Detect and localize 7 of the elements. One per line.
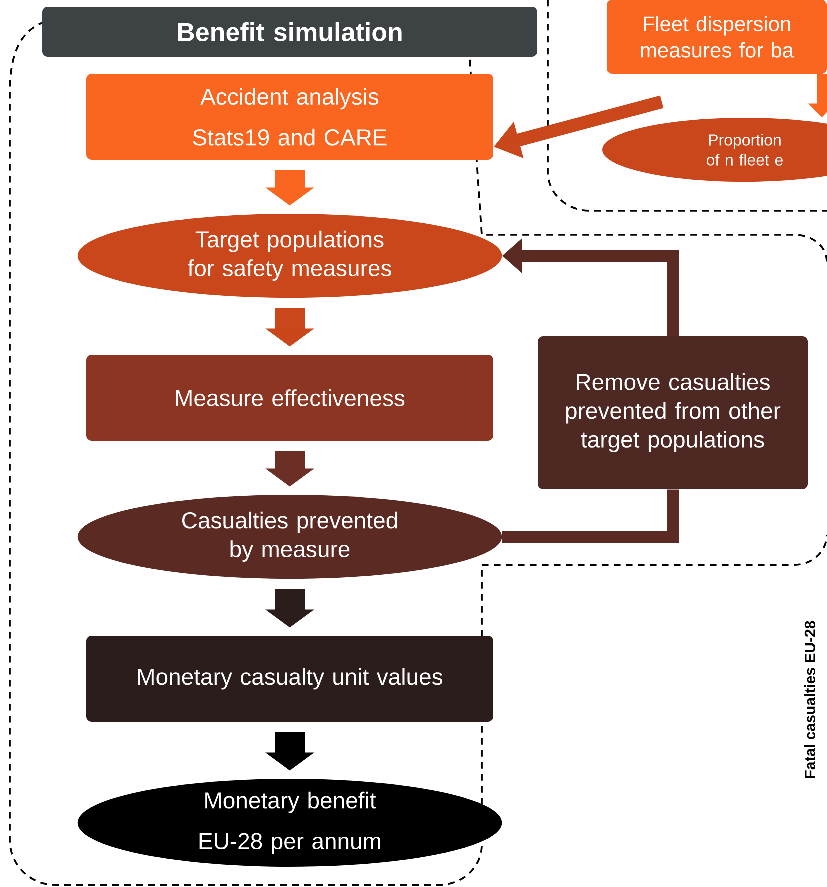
title-banner: Benefit simulation — [42, 7, 538, 57]
process-box: Monetary casualty unit values — [86, 636, 494, 722]
vertical-label: Fatal casualties EU-28 — [804, 621, 816, 778]
process-box: Accident analysis Stats19 and CARE — [86, 74, 494, 160]
process-box: Remove casualties prevented from other target populations — [538, 336, 808, 490]
process-box: Fleet dispersion measures for ba — [607, 0, 827, 74]
process-box: Measure effectiveness — [86, 355, 494, 441]
